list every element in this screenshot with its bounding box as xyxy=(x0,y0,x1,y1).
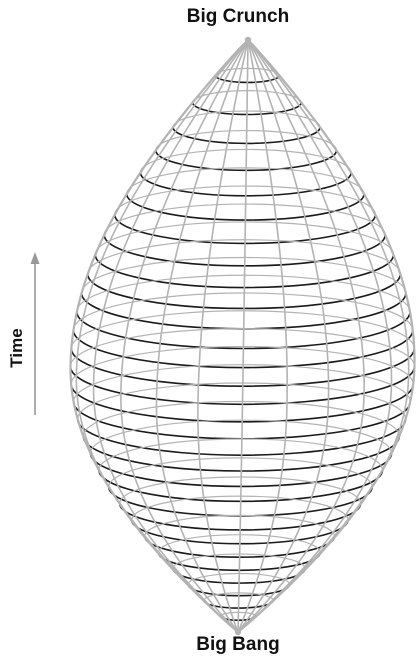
big-crunch-label: Big Crunch xyxy=(0,6,420,28)
big-bang-label: Big Bang xyxy=(0,634,420,656)
time-axis-label: Time xyxy=(7,328,27,367)
big-crunch-point xyxy=(245,37,251,43)
time-arrow-head xyxy=(31,252,40,264)
time-slice-rings xyxy=(70,68,414,620)
